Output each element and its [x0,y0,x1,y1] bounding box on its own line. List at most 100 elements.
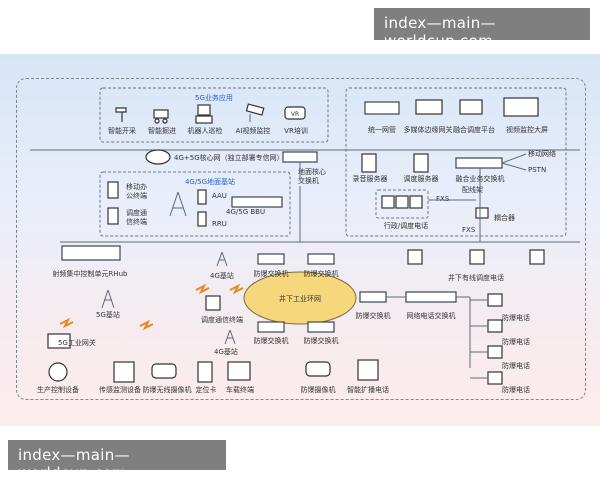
bottom-label: 生产控制设备 [37,385,79,394]
phone-icon [487,345,503,359]
ring-label: 井下工业环网 [279,294,321,303]
monitor-icon [459,99,483,115]
wireless-signal-icon [59,317,74,329]
distribution-frame-label: 配线架 [462,185,483,194]
vr-headset-icon: VR [284,106,306,120]
pstn-label: PSTN [528,166,546,174]
server-icon [361,153,377,173]
phone-icon [529,249,545,265]
ephone-label: 防爆电话 [502,361,530,370]
aau-device [197,189,207,205]
cctv-camera-icon [245,103,265,122]
phone-icon [395,195,409,209]
dispatch-center-box [345,87,567,237]
phone-icon [107,181,119,199]
net-phone-switch-label: 网络电话交换机 [407,311,456,320]
station-title: 4G/5G地面基站 [185,177,235,186]
base5g-label: 5G基站 [96,310,120,319]
phone-icon [107,207,119,225]
fxs-label: FXS [462,226,476,234]
eswitch-label: 防爆交换机 [304,269,339,278]
rru-device [197,211,207,227]
phone-icon [469,249,485,265]
eswitch-label: 防爆交换机 [356,311,391,320]
bbu-label: 4G/5G BBU [226,208,265,216]
dispatch-server-label: 调度服务器 [404,174,439,183]
network-phone-switch [405,291,457,303]
vehicle-terminal-icon [227,361,251,381]
mobile-dispatch-label: 移动办公终端 [126,182,147,200]
apps-box [99,87,329,143]
locator-card-icon [197,361,213,383]
diagram-frame [16,78,586,400]
phone-icon [487,293,503,307]
broadcast-phone-icon [357,359,379,381]
bottom-label: 定位卡 [196,385,217,394]
antenna-tower-icon [169,191,187,217]
watermark-top: index—main—worldcup.com [374,8,590,50]
bottom-label: 车载终端 [226,385,254,394]
base4g-top-label: 4G基站 [210,271,234,280]
bbu-device [231,196,283,208]
big-screen-icon [503,97,539,117]
dispatch-terminal-label: 调度通信终端 [201,315,243,324]
station-box [99,171,291,237]
ground-core-switch-device [282,151,318,163]
dispatch-terminal-icon [205,295,221,311]
phone-icon [487,371,503,385]
dispatch-comm-label: 调度通信终端 [126,208,147,226]
phone-icon [381,195,395,209]
wireless-signal-icon [229,283,244,295]
apps-title: 5G业务应用 [195,93,233,102]
ecamera-label: 防爆摄像机 [301,385,336,394]
svg-text:VR: VR [291,111,299,118]
explosion-proof-switch [307,253,335,265]
ephone-label: 防爆电话 [502,313,530,322]
bottom-label: 防爆无线摄像机 [143,385,192,394]
watermark-bottom: index—main—worldcup.com [8,440,226,482]
eswitch-label: 防爆交换机 [254,336,289,345]
server-icon [413,153,429,173]
recording-server-label: 录音服务器 [353,174,388,183]
rhub-label: 射频集中控制单元RHub [52,269,128,278]
coupler-device [475,207,489,219]
explosion-proof-switch [307,321,335,333]
antenna-tower-icon [216,251,228,267]
ground-core-switch-line1: 地面核心 [298,167,326,176]
antenna-tower-icon [224,329,236,345]
nms-device [364,101,400,115]
sensor-icon [113,361,135,383]
explosion-proof-switch [257,321,285,333]
antenna-tower-icon [101,289,115,309]
gateway-icon [47,333,71,349]
app-label: 机器人巡检 [188,126,223,135]
rhub-device [61,245,121,261]
broadcast-label: 智能扩播电话 [347,385,389,394]
fxs-label: FXS [436,195,450,203]
ephone-label: 防爆电话 [502,385,530,394]
bottom-label: 传感监测设备 [99,385,141,394]
fusion-switch-device [455,157,503,169]
explosion-proof-switch [257,253,285,265]
rru-label: RRU [212,220,227,228]
robot-icon [195,104,213,124]
dispatch-phone-label: 井下有线调度电话 [448,273,504,282]
base4g-bot-label: 4G基站 [214,347,238,356]
app-label: AI视频监控 [236,126,271,135]
phone-icon [407,249,423,265]
camera-icon [151,363,177,379]
industrial-ring-network [243,271,357,325]
eswitch-label: 防爆交换机 [254,269,289,278]
wireless-signal-icon [139,319,154,331]
app-label: 智能开采 [108,126,136,135]
admin-phone-group [375,189,429,219]
aau-label: AAU [212,192,227,200]
phone-icon [487,319,503,333]
excavator-icon [153,109,169,124]
control-device-icon [48,362,68,382]
app-label: VR培训 [284,126,308,135]
hammer-icon [115,107,127,122]
right-top-label: 统一网管 [368,125,396,134]
explosion-proof-switch [359,291,387,303]
